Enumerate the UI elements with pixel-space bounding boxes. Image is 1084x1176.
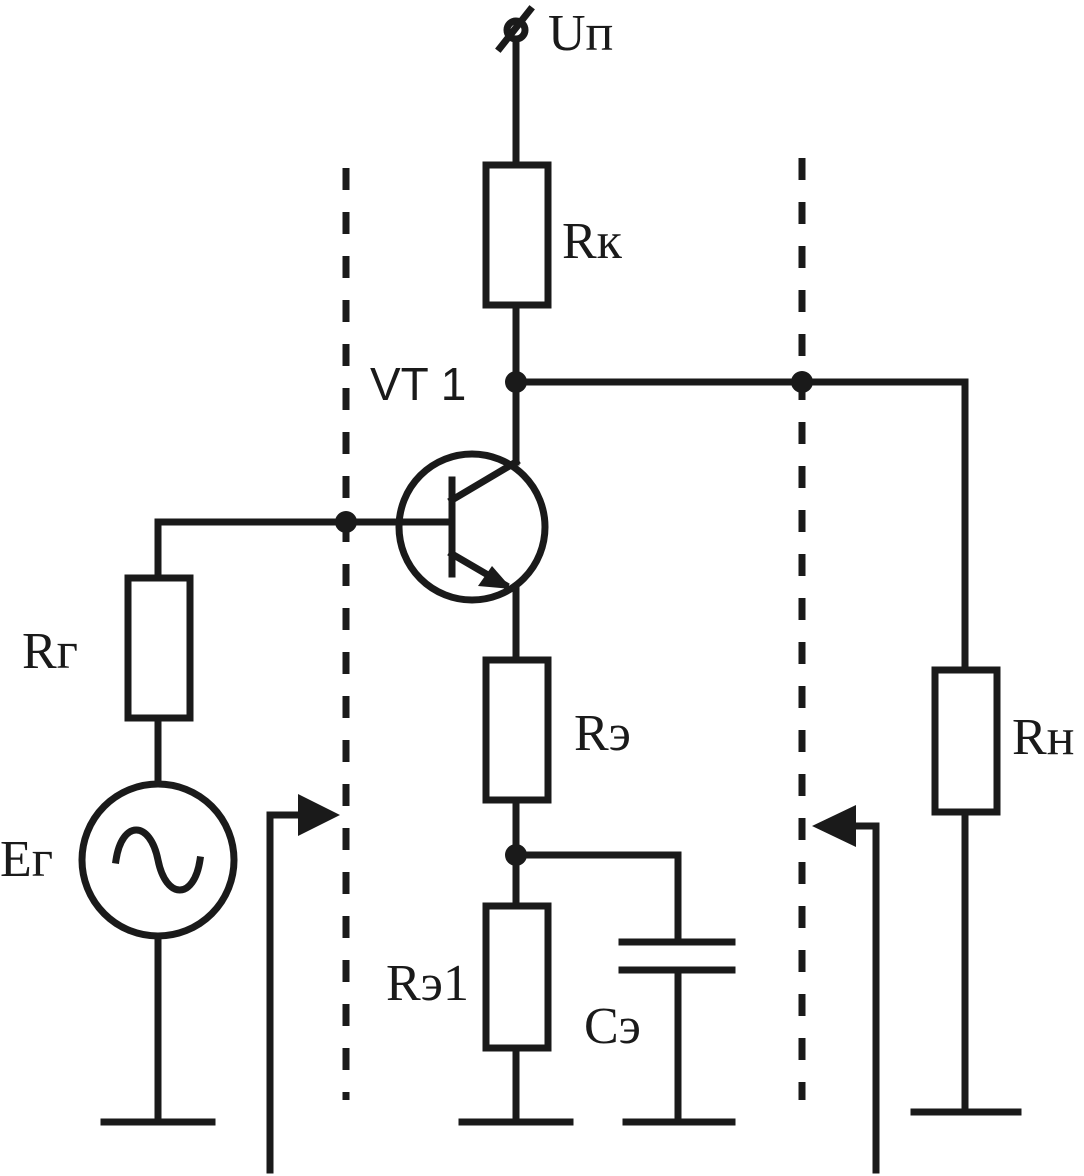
resistor-re xyxy=(482,656,552,804)
output-arrow-head-icon xyxy=(812,805,856,847)
input-arrow xyxy=(266,794,340,1174)
supply-label: Uп xyxy=(548,5,613,62)
output-wire xyxy=(512,378,969,674)
resistor-rk xyxy=(482,161,552,309)
resistor-rn xyxy=(931,666,1001,816)
resistor-re-label: Rэ xyxy=(574,705,631,762)
collector-node-dot xyxy=(505,371,527,393)
resistor-re1-label: Rэ1 xyxy=(386,955,469,1012)
resistor-rk-label: Rк xyxy=(562,213,623,270)
input-arrow-head-icon xyxy=(298,794,340,836)
generator-eg-label: Eг xyxy=(0,831,53,888)
sine-wave-icon xyxy=(112,826,204,894)
supply-terminal xyxy=(495,5,535,53)
capacitor-ce-label: Cэ xyxy=(584,998,641,1055)
resistor-rg xyxy=(124,574,194,722)
output-arrow xyxy=(812,805,880,1174)
transistor-vt1 xyxy=(395,450,549,604)
transistor-label: VT 1 xyxy=(370,358,466,410)
resistor-rg-label: Rг xyxy=(22,623,78,680)
resistor-re1 xyxy=(482,902,552,1052)
capacitor-wire-top xyxy=(512,851,682,946)
resistor-rn-label: Rн xyxy=(1012,709,1075,766)
emitter-arrow-icon xyxy=(478,566,512,589)
generator-eg xyxy=(78,780,238,940)
